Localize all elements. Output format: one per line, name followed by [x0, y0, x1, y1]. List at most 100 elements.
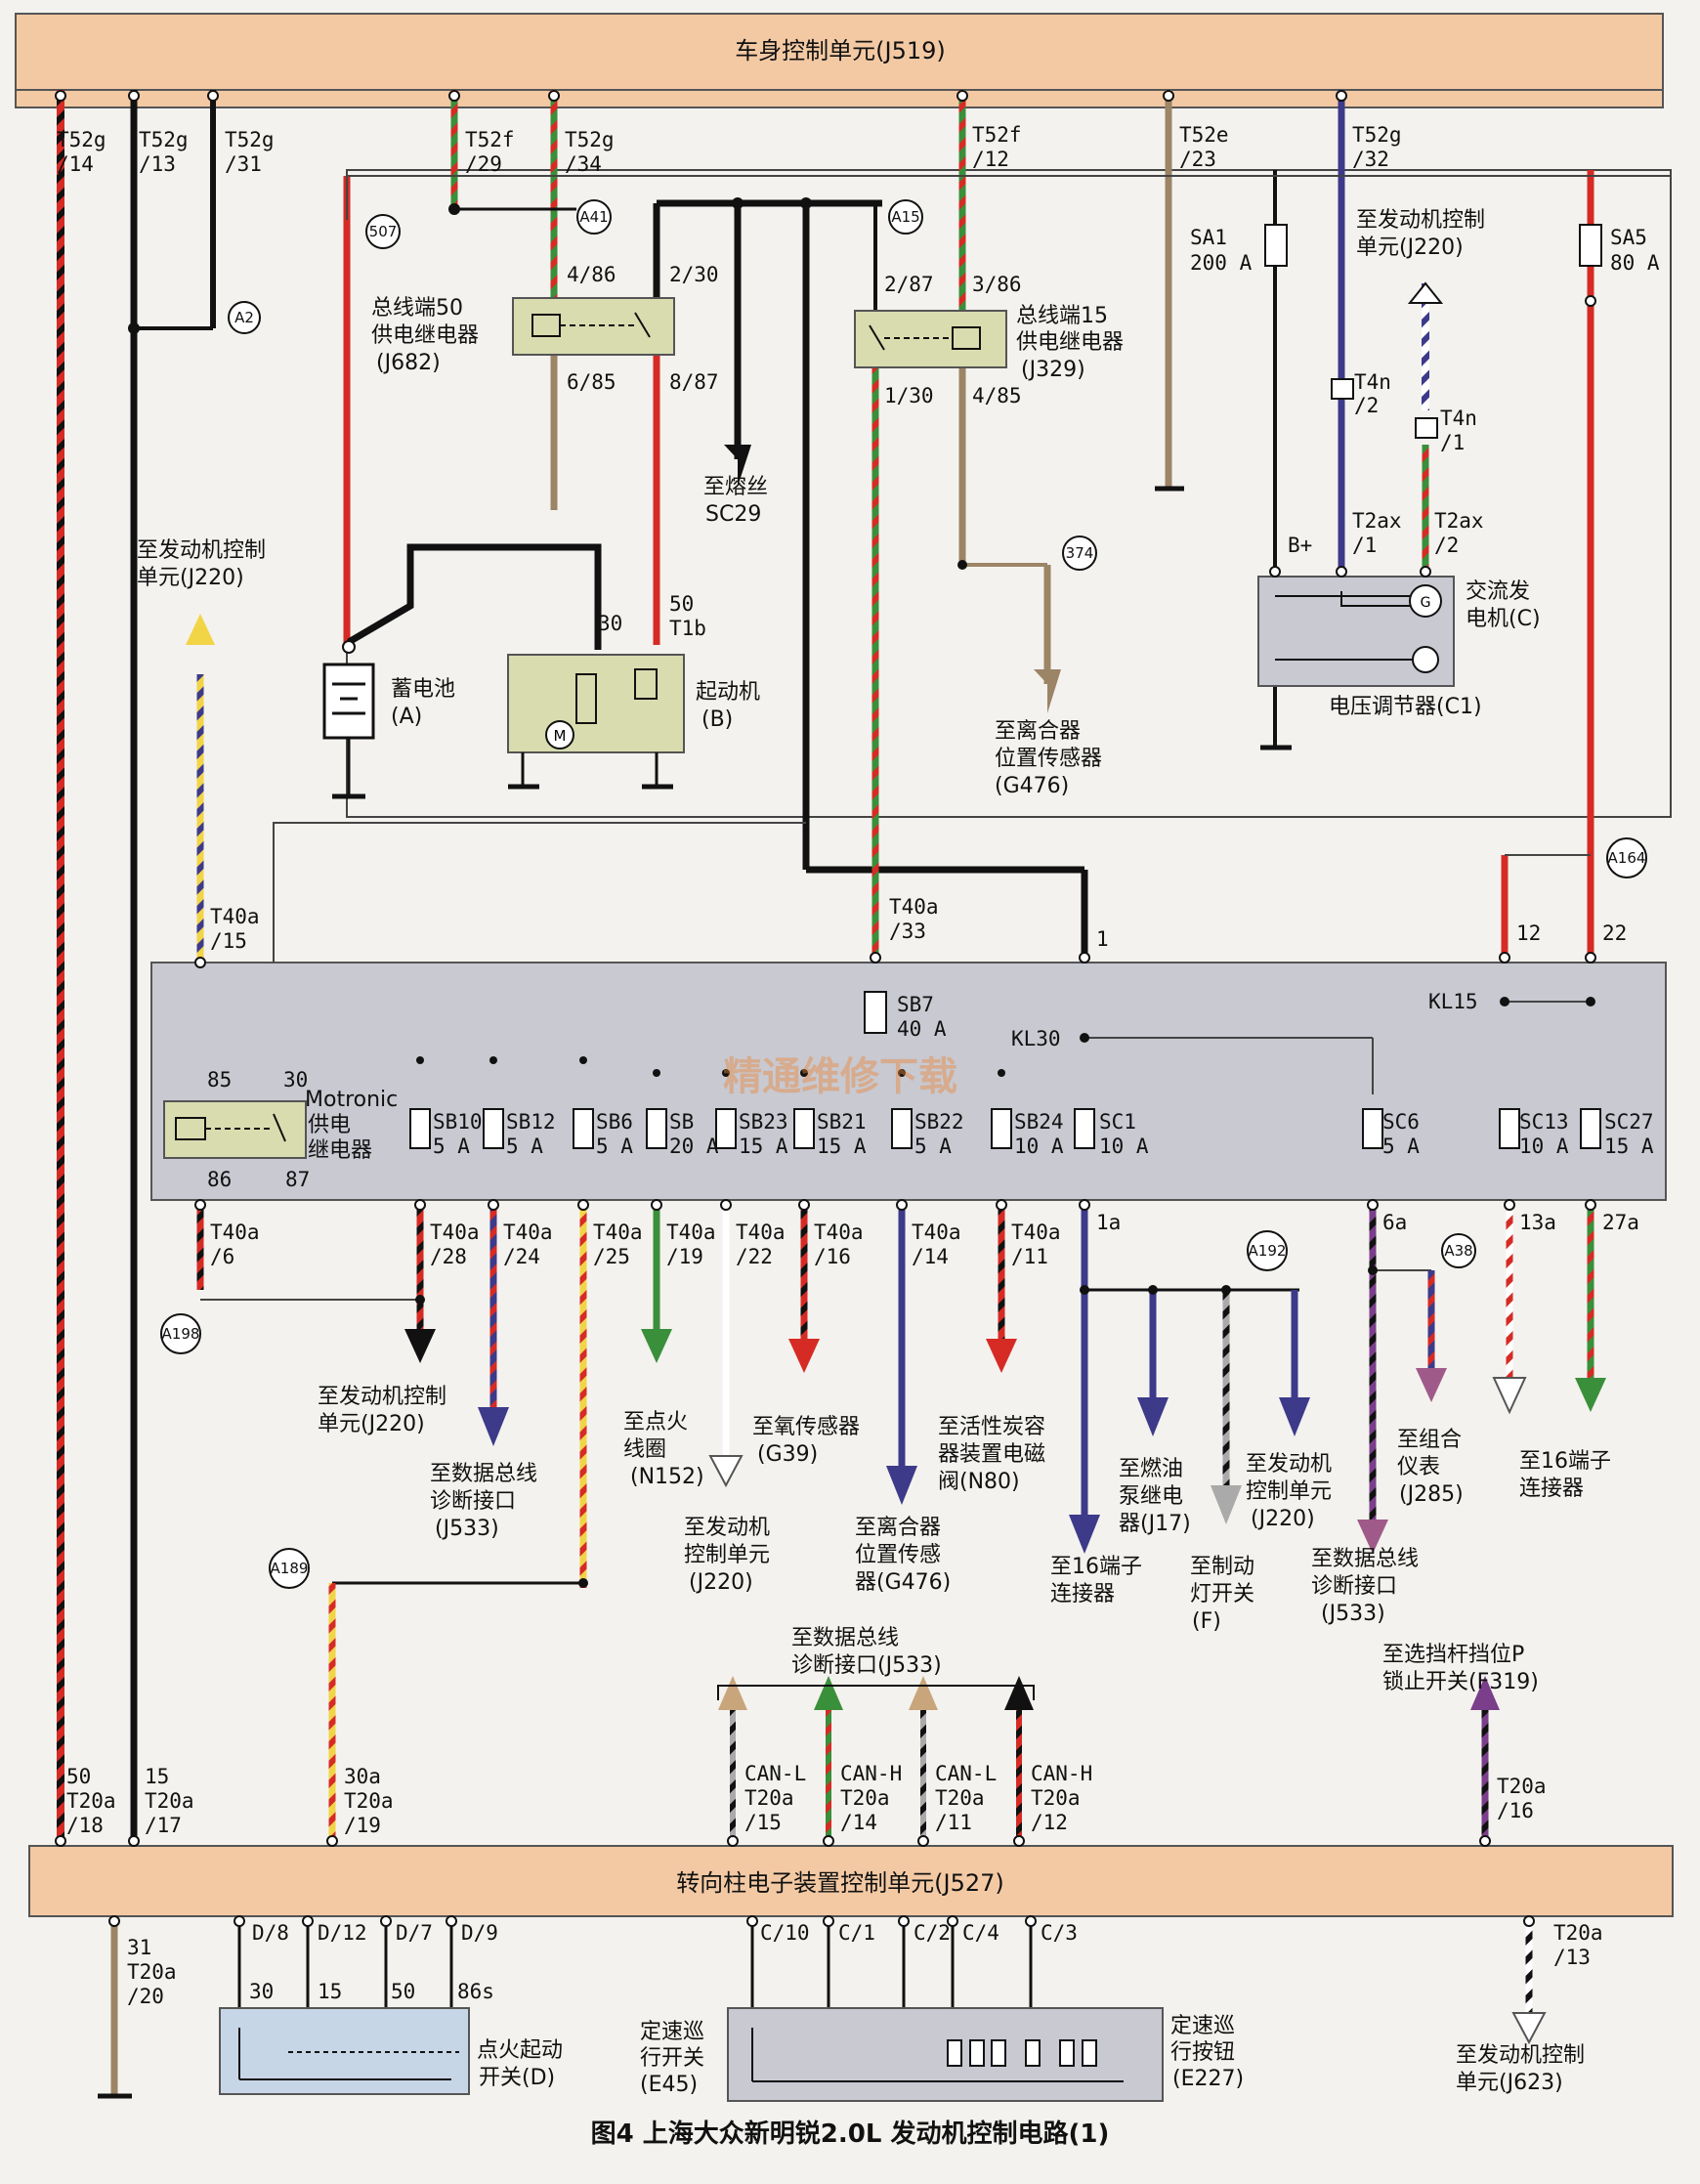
svg-text:位置传感器: 位置传感器: [995, 747, 1102, 771]
svg-text:/17: /17: [145, 1814, 182, 1837]
svg-text:G: G: [1421, 595, 1431, 611]
svg-text:8/87: 8/87: [669, 370, 719, 394]
svg-text:电机(C): 电机(C): [1466, 607, 1541, 631]
starter-symbol: M: [507, 654, 685, 790]
svg-text:/12: /12: [1031, 1811, 1068, 1834]
svg-text:/34: /34: [565, 152, 602, 176]
svg-text:22: 22: [1602, 921, 1627, 945]
svg-text:(E227): (E227): [1172, 2067, 1244, 2091]
svg-text:D/9: D/9: [461, 1921, 498, 1945]
svg-text:CAN-L: CAN-L: [744, 1762, 806, 1785]
ca198: A198: [162, 1325, 200, 1343]
svg-text:/15: /15: [744, 1811, 782, 1834]
svg-text:SA1: SA1: [1190, 226, 1227, 249]
svg-text:(B): (B): [701, 707, 733, 732]
svg-text:阀(N80): 阀(N80): [938, 1470, 1020, 1494]
svg-text:T40a: T40a: [210, 1220, 260, 1244]
svg-text:器(G476): 器(G476): [855, 1570, 951, 1595]
svg-text:Motronic: Motronic: [305, 1088, 398, 1112]
svg-text:T2ax: T2ax: [1352, 509, 1402, 533]
svg-text:C/3: C/3: [1041, 1921, 1078, 1945]
svg-text:SC27: SC27: [1604, 1110, 1654, 1134]
svg-text:/6: /6: [210, 1245, 234, 1268]
svg-text:T20a: T20a: [840, 1786, 890, 1810]
svg-text:31: 31: [127, 1936, 151, 1959]
svg-text:15 A: 15 A: [1604, 1135, 1654, 1158]
svg-text:至点火: 至点火: [623, 1410, 688, 1435]
svg-text:(J329): (J329): [1021, 358, 1085, 382]
svg-text:T40a: T40a: [210, 905, 260, 928]
svg-text:T40a: T40a: [430, 1220, 480, 1244]
svg-text:T20a: T20a: [145, 1789, 194, 1813]
svg-text:200 A: 200 A: [1190, 251, 1253, 275]
svg-text:控制单元: 控制单元: [684, 1543, 770, 1567]
svg-text:仪表: 仪表: [1397, 1455, 1440, 1479]
c507: 507: [369, 223, 398, 240]
svg-text:(J220): (J220): [689, 1570, 753, 1595]
svg-text:/11: /11: [1011, 1245, 1048, 1268]
supply-labels: SA1 200 A SA5 80 A T4n /2 T4n /1 T2ax /1…: [207, 226, 1660, 1268]
svg-text:至发动机: 至发动机: [1246, 1452, 1332, 1477]
connector-circles: 507 A41 A15 A2 374 A164 A198 A192 A38 A1…: [160, 199, 1647, 1589]
svg-text:5 A: 5 A: [1382, 1135, 1420, 1158]
svg-text:1a: 1a: [1096, 1211, 1121, 1234]
svg-text:/15: /15: [210, 929, 247, 953]
svg-text:86: 86: [207, 1168, 232, 1191]
svg-text:诊断接口(J533): 诊断接口(J533): [791, 1653, 942, 1678]
svg-text:T40a: T40a: [814, 1220, 864, 1244]
svg-text:T4n: T4n: [1440, 407, 1477, 430]
svg-text:至数据总线: 至数据总线: [430, 1462, 537, 1486]
svg-text:/16: /16: [814, 1245, 851, 1268]
svg-text:2/30: 2/30: [669, 263, 719, 286]
svg-text:D/8: D/8: [252, 1921, 289, 1945]
svg-text:灯开关: 灯开关: [1190, 1582, 1254, 1606]
svg-text:27a: 27a: [1602, 1211, 1639, 1234]
svg-text:泵继电: 泵继电: [1119, 1484, 1183, 1509]
svg-text:SB23: SB23: [739, 1110, 788, 1134]
svg-text:/13: /13: [139, 152, 176, 176]
svg-text:/28: /28: [430, 1245, 467, 1268]
svg-text:15: 15: [318, 1980, 342, 2003]
svg-text:T52e: T52e: [1179, 123, 1229, 147]
svg-text:供电继电器: 供电继电器: [1016, 330, 1124, 355]
svg-text:单元(J623): 单元(J623): [1456, 2071, 1563, 2095]
svg-text:线圈: 线圈: [623, 1437, 666, 1462]
svg-text:85: 85: [207, 1068, 232, 1092]
svg-text:T40a: T40a: [593, 1220, 643, 1244]
svg-text:SB: SB: [669, 1110, 694, 1134]
svg-text:30a: 30a: [344, 1765, 381, 1788]
ignition-switch-box: [219, 2007, 470, 2095]
svg-text:12: 12: [1516, 921, 1541, 945]
svg-text:至发动机控制: 至发动机控制: [1356, 208, 1485, 233]
svg-text:SA5: SA5: [1610, 226, 1647, 249]
svg-text:至组合: 至组合: [1397, 1428, 1462, 1452]
svg-text:10 A: 10 A: [1519, 1135, 1569, 1158]
svg-text:C/10: C/10: [760, 1921, 810, 1945]
svg-text:T40a: T40a: [1011, 1220, 1061, 1244]
svg-text:/14: /14: [57, 152, 94, 176]
svg-text:T52f: T52f: [972, 123, 1022, 147]
svg-text:5 A: 5 A: [914, 1135, 952, 1158]
j527-unit: 转向柱电子装置控制单元(J527): [28, 1845, 1674, 1917]
svg-text:至制动: 至制动: [1190, 1555, 1254, 1579]
svg-text:定速巡: 定速巡: [640, 2020, 704, 2044]
svg-text:至数据总线: 至数据总线: [1311, 1547, 1419, 1571]
svg-text:/23: /23: [1179, 148, 1216, 171]
figure-caption: 图4 上海大众新明锐2.0L 发动机控制电路(1): [591, 2119, 1110, 2149]
svg-text:(N152): (N152): [630, 1465, 704, 1489]
svg-text:30: 30: [283, 1068, 308, 1092]
svg-text:T20a: T20a: [1553, 1921, 1603, 1945]
svg-text:/14: /14: [840, 1811, 877, 1834]
svg-text:5 A: 5 A: [506, 1135, 543, 1158]
svg-text:至16端子: 至16端子: [1050, 1555, 1142, 1579]
svg-text:(G39): (G39): [757, 1442, 818, 1467]
svg-text:T40a: T40a: [503, 1220, 553, 1244]
svg-text:10 A: 10 A: [1014, 1135, 1064, 1158]
svg-text:SC29: SC29: [705, 502, 761, 527]
svg-text:/22: /22: [736, 1245, 773, 1268]
svg-text:T40a: T40a: [666, 1220, 716, 1244]
lower-pin-labels: 50 T20a /18 15 T20a /17 30a T20a /19 CAN…: [66, 1762, 1603, 2008]
svg-text:2/87: 2/87: [884, 273, 934, 296]
svg-text:CAN-H: CAN-H: [840, 1762, 902, 1785]
svg-text:5 A: 5 A: [596, 1135, 633, 1158]
